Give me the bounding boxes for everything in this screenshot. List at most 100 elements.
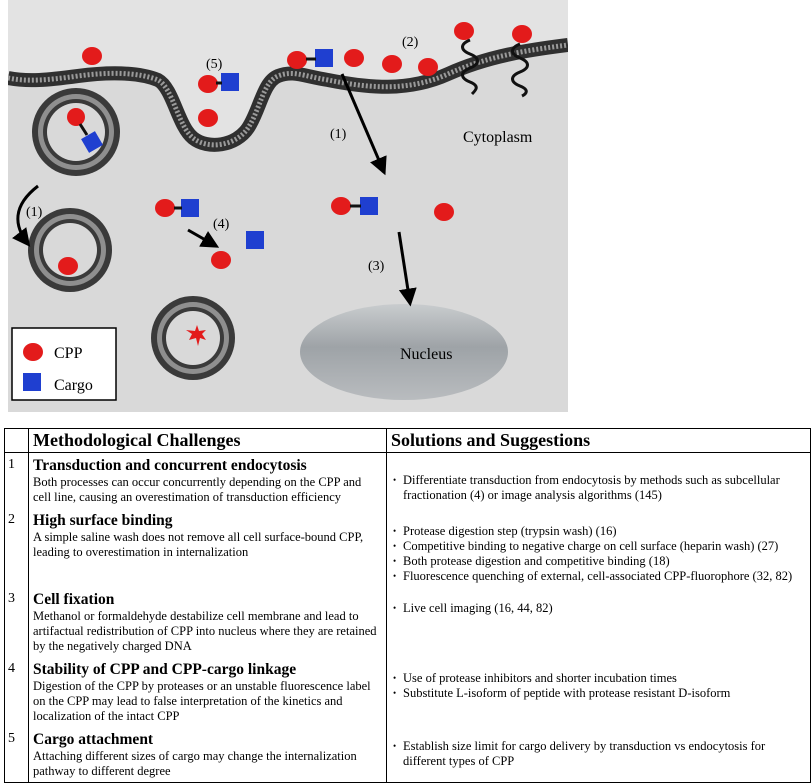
receptor-right-icon — [511, 42, 529, 98]
degraded-cpp-icon — [186, 325, 206, 346]
endocytic-vesicle-bottom — [151, 296, 235, 380]
cpp-dot — [287, 51, 307, 69]
row-number: 5 — [4, 727, 29, 783]
label-cytoplasm: Cytoplasm — [463, 129, 533, 146]
legend-cargo-icon — [23, 373, 41, 391]
solutions-cell: Protease digestion step (trypsin wash) (… — [386, 508, 811, 587]
solution-item: Differentiate transduction from endocyto… — [393, 473, 806, 503]
pathway-arrows — [12, 73, 417, 307]
cpp-cargo-linkers — [78, 57, 361, 210]
cargo-particles — [81, 49, 378, 249]
solutions-list: Establish size limit for cargo delivery … — [389, 727, 806, 769]
solutions-list: Differentiate transduction from endocyto… — [389, 453, 806, 503]
cpp-dot — [211, 251, 231, 269]
cargo-square — [81, 131, 103, 153]
nucleus — [300, 304, 508, 400]
cargo-square — [246, 231, 264, 249]
figure-legend: CPP Cargo — [11, 327, 117, 401]
cpp-dot — [58, 257, 78, 275]
challenge-description: Digestion of the CPP by proteases or an … — [33, 679, 371, 723]
cpp-dot — [434, 203, 454, 221]
legend-cpp-icon — [23, 343, 43, 361]
cpp-uptake-diagram: (5) (2) (1) Cytoplasm (1) (4) (3) Nucleu… — [8, 0, 568, 412]
challenge-title: Stability of CPP and CPP-cargo linkage — [33, 661, 297, 678]
challenges-table: Methodological Challenges Solutions and … — [4, 428, 811, 783]
cpp-dot — [198, 75, 218, 93]
cpp-dot — [454, 22, 474, 40]
solution-item: Live cell imaging (16, 44, 82) — [393, 601, 806, 616]
challenge-description: Methanol or formaldehyde destabilize cel… — [33, 609, 377, 653]
header-solutions: Solutions and Suggestions — [386, 428, 811, 453]
cpp-dot — [418, 58, 438, 76]
arrow-release — [187, 228, 220, 248]
label-nucleus: Nucleus — [400, 346, 452, 363]
solutions-cell: Live cell imaging (16, 44, 82) — [386, 587, 811, 657]
cpp-dot — [512, 25, 532, 43]
label-step1-left: (1) — [26, 205, 43, 220]
arrow-transduction — [340, 73, 387, 176]
endocytic-vesicle-top — [32, 88, 120, 176]
endocytic-vesicle-left — [28, 208, 112, 292]
solutions-cell: Establish size limit for cargo delivery … — [386, 727, 811, 783]
solution-item: Competitive binding to negative charge o… — [393, 539, 806, 554]
row-number: 4 — [4, 657, 29, 727]
challenge-title: Cell fixation — [33, 591, 115, 608]
solution-item: Substitute L-isoform of peptide with pro… — [393, 686, 806, 701]
header-challenges: Methodological Challenges — [28, 428, 387, 453]
receptor-left-icon — [461, 38, 479, 96]
solutions-cell: Use of protease inhibitors and shorter i… — [386, 657, 811, 727]
challenge-description: Attaching different sizes of cargo may c… — [33, 749, 357, 778]
cpp-particles — [58, 22, 532, 275]
label-step3: (3) — [368, 259, 385, 274]
cpp-dot — [198, 109, 218, 127]
row-number: 3 — [4, 587, 29, 657]
cpp-dot — [82, 47, 102, 65]
challenge-title: High surface binding — [33, 512, 173, 529]
label-step2: (2) — [402, 35, 419, 50]
cpp-dot — [67, 108, 85, 126]
legend-cargo-label: Cargo — [54, 377, 93, 394]
cpp-dot — [331, 197, 351, 215]
header-number — [4, 428, 29, 453]
solutions-cell: Differentiate transduction from endocyto… — [386, 452, 811, 508]
cargo-square — [360, 197, 378, 215]
solutions-list: Protease digestion step (trypsin wash) (… — [389, 508, 806, 584]
table-header-row: Methodological Challenges Solutions and … — [4, 428, 811, 453]
challenge-description: A simple saline wash does not remove all… — [33, 530, 364, 559]
label-step1-top: (1) — [330, 127, 347, 142]
arrow-to-nucleus — [397, 231, 417, 307]
solutions-list: Live cell imaging (16, 44, 82) — [389, 587, 806, 616]
cargo-square — [221, 73, 239, 91]
row-number: 2 — [4, 508, 29, 587]
solution-item: Establish size limit for cargo delivery … — [393, 739, 806, 769]
label-step5: (5) — [206, 57, 223, 72]
challenge-description: Both processes can occur concurrently de… — [33, 475, 362, 504]
cpp-dot — [382, 55, 402, 73]
challenge-title: Transduction and concurrent endocytosis — [33, 457, 307, 474]
cargo-square — [181, 199, 199, 217]
solution-item: Both protease digestion and competitive … — [393, 554, 806, 569]
cpp-dot — [155, 199, 175, 217]
challenge-title: Cargo attachment — [33, 731, 154, 748]
cpp-dot — [344, 49, 364, 67]
cargo-square — [315, 49, 333, 67]
solution-item: Use of protease inhibitors and shorter i… — [393, 671, 806, 686]
solutions-list: Use of protease inhibitors and shorter i… — [389, 657, 806, 701]
row-number: 1 — [4, 452, 29, 508]
label-step4: (4) — [213, 217, 230, 232]
arrow-endocytosis — [12, 184, 39, 247]
legend-cpp-label: CPP — [54, 345, 83, 362]
solution-item: Protease digestion step (trypsin wash) (… — [393, 524, 806, 539]
solution-item: Fluorescence quenching of external, cell… — [393, 569, 806, 584]
